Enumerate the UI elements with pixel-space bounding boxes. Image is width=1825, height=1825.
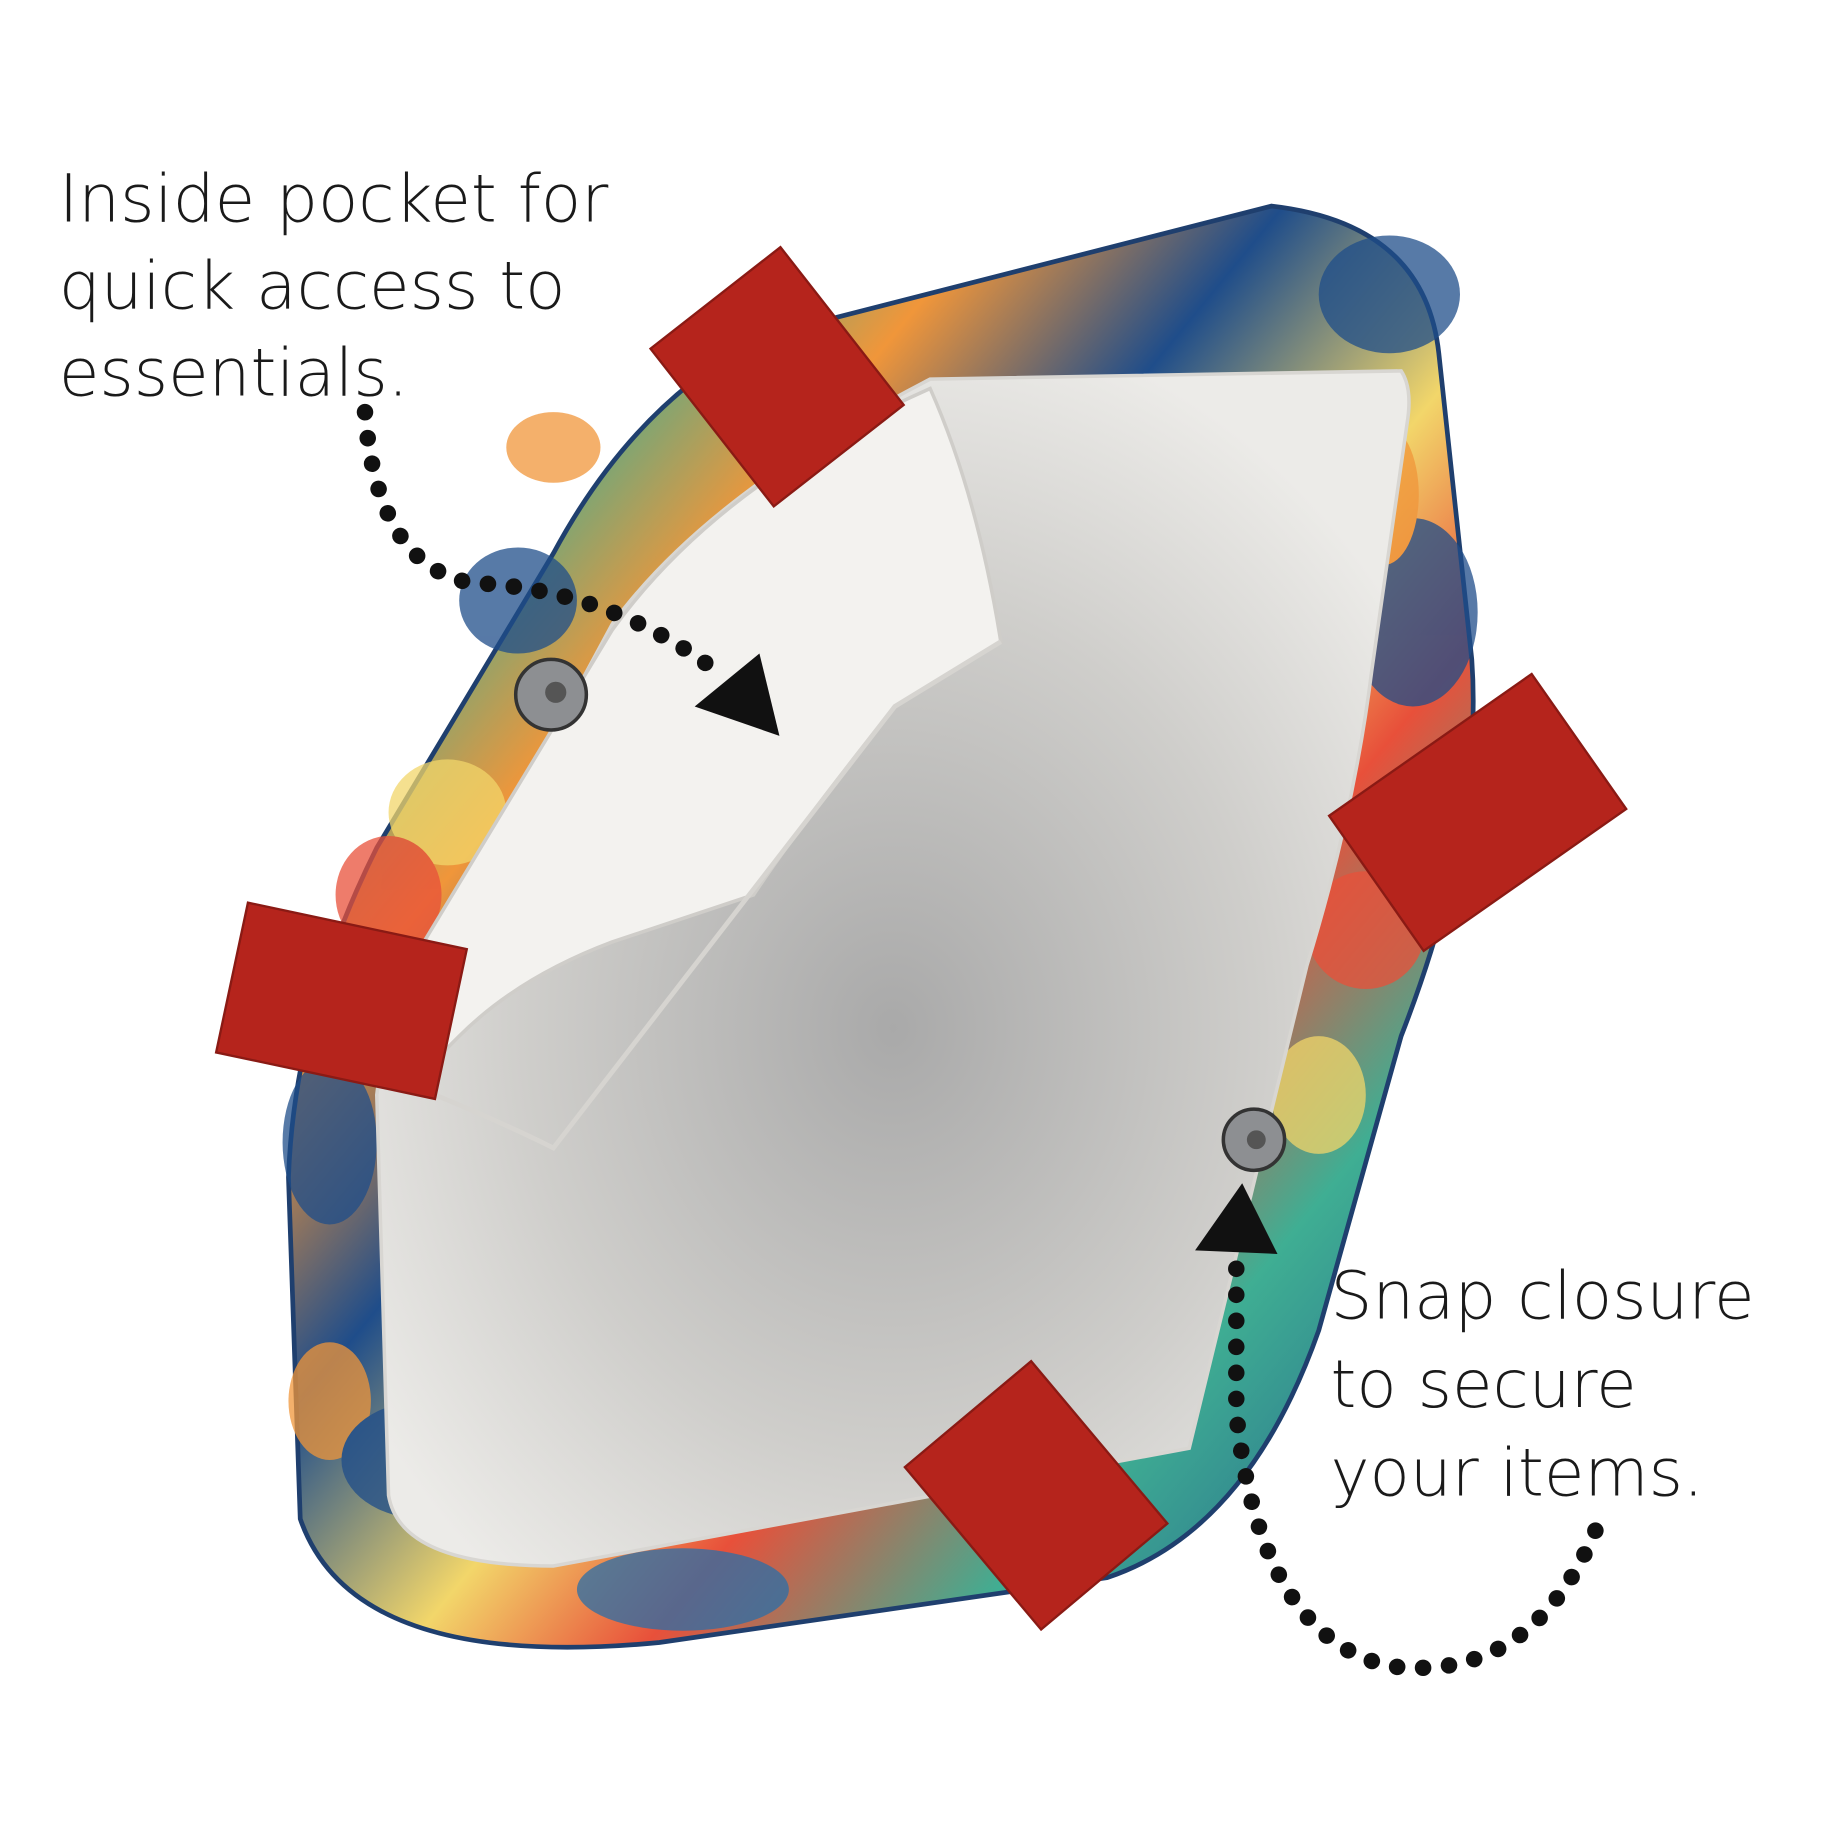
snap-callout-line-3: your items. [1330, 1434, 1703, 1511]
pocket-callout-line-3: essentials. [59, 335, 409, 412]
snap-callout-line-2: to secure [1330, 1346, 1636, 1423]
magnetic-snap-top [513, 657, 589, 732]
pocket-callout: Inside pocket for quick access to essent… [59, 160, 609, 411]
magnetic-snap-bottom [1221, 1107, 1287, 1173]
inside-pocket [412, 386, 1003, 1062]
snap-arrow [1195, 1183, 1604, 1677]
strap-bottom [903, 1359, 1170, 1632]
pocket-callout-line-1: Inside pocket for [59, 160, 609, 237]
strap-right [1327, 672, 1628, 953]
pocket-callout-line-2: quick access to [59, 247, 566, 324]
strap-top [648, 245, 906, 509]
strap-left [214, 901, 469, 1101]
pocket-arrow [356, 403, 780, 736]
snap-callout: Snap closure to secure your items. [1330, 1258, 1754, 1512]
snap-callout-line-1: Snap closure [1330, 1258, 1754, 1335]
